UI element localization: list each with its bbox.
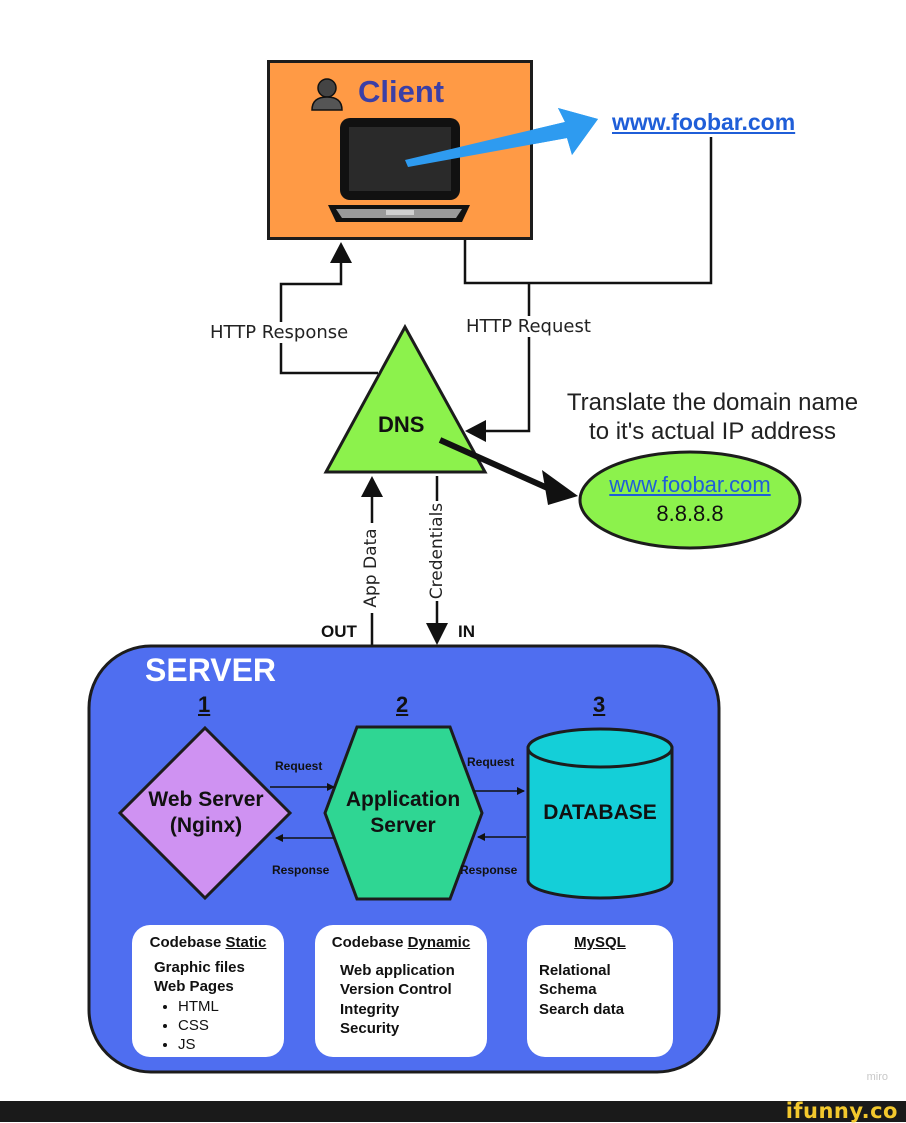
card-title: MySQL: [537, 933, 663, 953]
app-server-hexagon: [323, 725, 484, 901]
response-label-1: Response: [272, 863, 330, 877]
in-label: IN: [458, 622, 475, 641]
request-label-2: Request: [467, 755, 515, 769]
card-lines: Web application Version Control Integrit…: [325, 961, 477, 1039]
card-lines: Relational Schema Search data: [537, 961, 663, 1020]
card-bullet: HTML: [178, 997, 274, 1016]
database-cylinder: [526, 727, 674, 900]
card-lines: Graphic files Web Pages: [142, 958, 274, 997]
card-bullet: CSS: [178, 1016, 274, 1035]
http-response-label: HTTP Response: [210, 322, 349, 343]
user-icon: [311, 78, 343, 111]
url-link[interactable]: www.foobar.com: [612, 109, 796, 135]
request-label-1: Request: [275, 759, 323, 773]
app-server-name: Application: [345, 788, 461, 811]
dynamic-codebase-card: Codebase Dynamic Web application Version…: [315, 925, 487, 1057]
dns-translate-note: Translate the domain name to it's actual…: [540, 388, 885, 446]
web-server-diamond: [117, 725, 293, 901]
http-request-arrowhead: [465, 420, 486, 442]
client-title: Client: [358, 74, 445, 109]
http-response-line: [279, 258, 378, 375]
static-codebase-card: Codebase Static Graphic files Web Pages …: [132, 925, 284, 1057]
app-data-arrowhead: [361, 476, 383, 497]
database-label: DATABASE: [543, 801, 657, 824]
card-title: Codebase Dynamic: [325, 933, 477, 953]
app-data-label: App Data: [361, 523, 381, 613]
web-server-subname: (Nginx): [169, 814, 243, 837]
out-label: OUT: [321, 622, 357, 641]
http-request-label: HTTP Request: [466, 316, 591, 337]
card-title-keyword: Dynamic: [407, 934, 471, 951]
laptop-icon: [328, 118, 470, 222]
client-overlay: [311, 78, 598, 222]
card-bullet: JS: [178, 1035, 274, 1054]
card-title-keyword: Static: [225, 934, 267, 951]
footer-bar: [0, 1101, 906, 1122]
record-domain[interactable]: www.foobar.com: [609, 472, 771, 497]
mysql-card: MySQL Relational Schema Search data: [527, 925, 673, 1057]
web-server-name: Web Server: [148, 788, 264, 811]
record-ip: 8.8.8.8: [656, 501, 724, 526]
card-title-keyword: MySQL: [574, 934, 626, 951]
card-title-prefix: Codebase: [149, 934, 226, 951]
card-line: Web application: [340, 961, 455, 979]
card-line: Relational: [539, 961, 611, 979]
credentials-label: Credentials: [427, 501, 447, 601]
browse-arrow: [405, 108, 598, 167]
url-to-request-line: [463, 137, 713, 285]
translate-line-2: to it's actual IP address: [589, 418, 836, 445]
server-title: SERVER: [145, 652, 277, 688]
card-title-prefix: Codebase: [331, 934, 408, 951]
component-number-2: 2: [396, 692, 409, 717]
web-server-label: Web Server (Nginx): [125, 787, 287, 839]
card-line: Schema: [539, 981, 597, 998]
card-line: Security: [340, 1020, 400, 1037]
app-server-label: Application Server: [330, 787, 476, 839]
dns-label: DNS: [378, 412, 425, 437]
card-line: Web Pages: [154, 978, 234, 995]
card-bullets: HTML CSS JS: [142, 997, 274, 1054]
dns-record-arrow: [438, 437, 578, 505]
http-response-arrowhead: [330, 242, 352, 263]
dns-triangle: [323, 323, 488, 474]
credentials-arrowhead: [426, 623, 448, 645]
response-label-2: Response: [460, 863, 518, 877]
card-title: Codebase Static: [142, 933, 274, 953]
component-number-3: 3: [593, 692, 606, 717]
card-line: Integrity: [340, 1000, 400, 1018]
translate-line-1: Translate the domain name: [566, 389, 859, 416]
card-line: Search data: [539, 1000, 625, 1018]
dns-record: www.foobar.com 8.8.8.8: [580, 472, 800, 527]
card-line: Version Control: [340, 981, 452, 998]
brand-logo[interactable]: ifunny.co: [785, 1099, 898, 1123]
app-server-subname: Server: [370, 814, 436, 837]
http-request-line: [478, 283, 531, 433]
dns-record-ellipse: [578, 450, 802, 550]
card-line: Graphic files: [154, 958, 245, 976]
miro-watermark: miro: [866, 1071, 888, 1083]
component-number-1: 1: [198, 692, 211, 717]
